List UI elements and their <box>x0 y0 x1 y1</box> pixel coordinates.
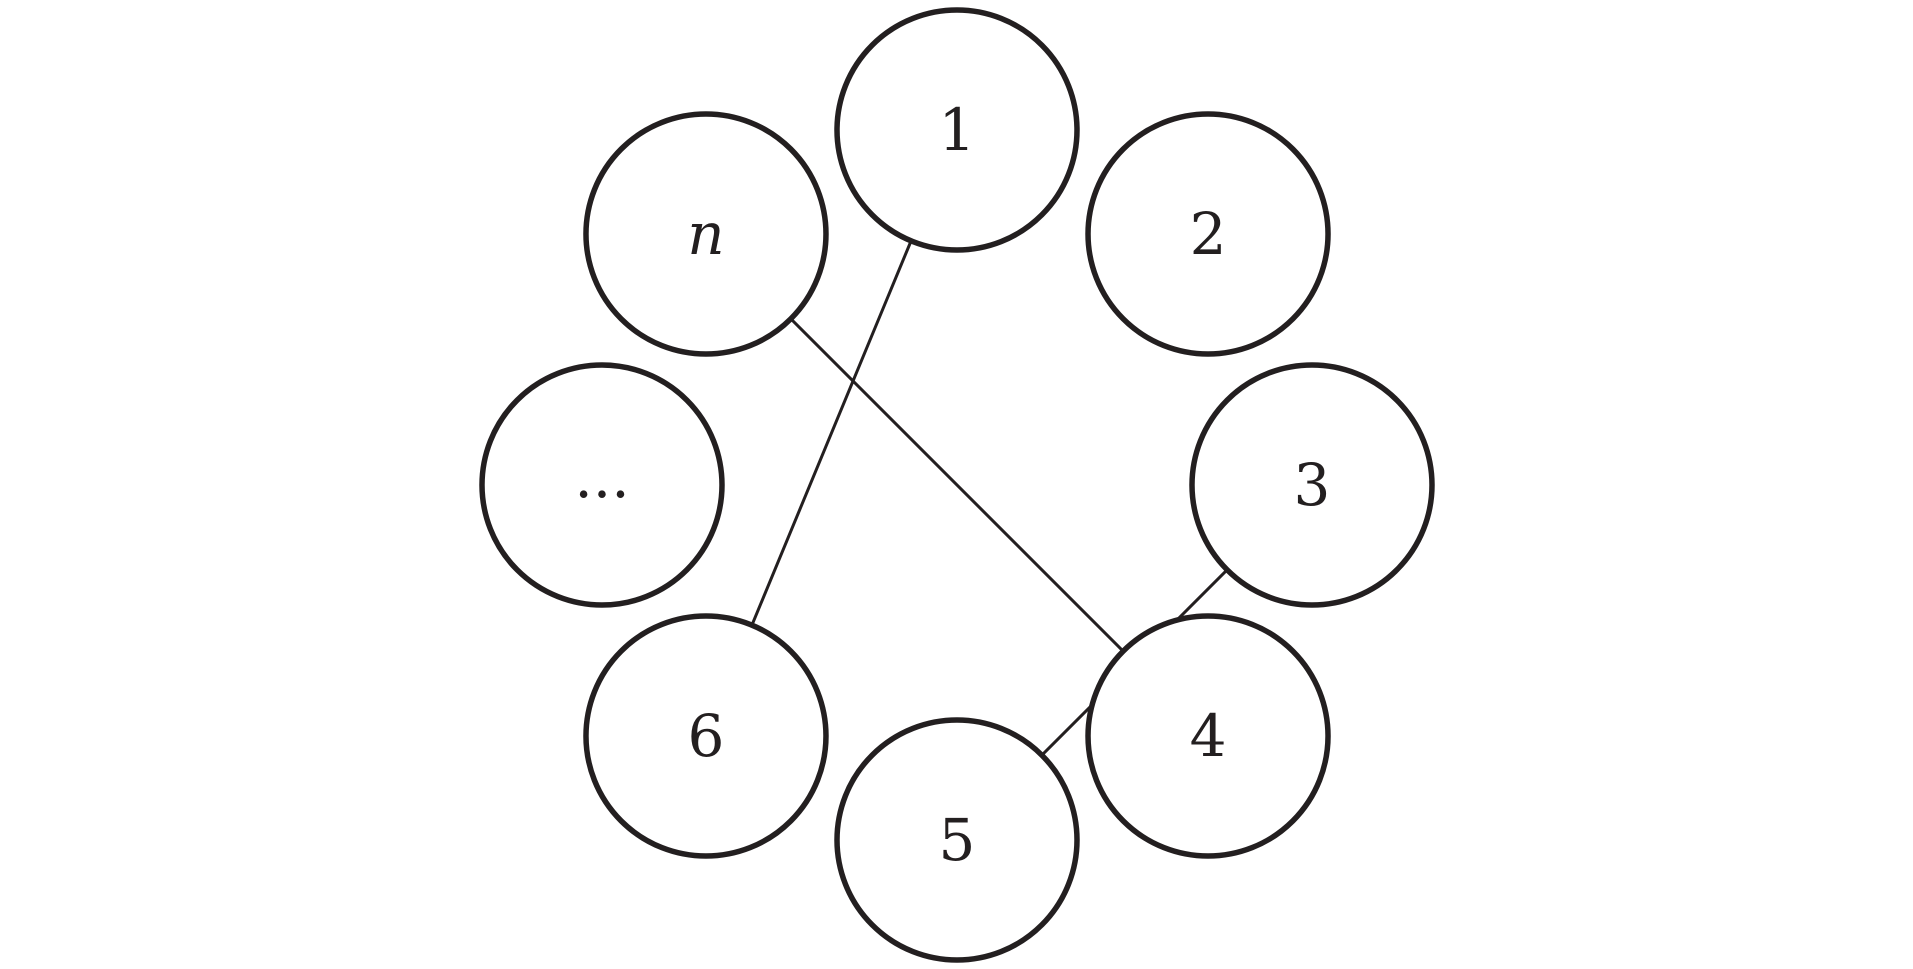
node-circle <box>479 362 725 608</box>
node-1: 1 <box>834 7 1080 253</box>
node-circle <box>834 717 1080 963</box>
node-3: 3 <box>1189 362 1435 608</box>
node-6: 6 <box>583 613 829 859</box>
node-5: 5 <box>834 717 1080 963</box>
node-label: 4 <box>1190 702 1227 770</box>
node-2: 2 <box>1085 111 1331 357</box>
node-n: n <box>583 111 829 357</box>
node-circle <box>1085 111 1331 357</box>
node-circle <box>583 111 829 357</box>
nodes-layer: 1 2 3 4 5 6... n <box>479 7 1435 963</box>
edge-1-6 <box>750 240 913 626</box>
edge-n-4 <box>789 317 1125 653</box>
node-label: 1 <box>939 96 976 164</box>
node-label: 3 <box>1294 451 1331 519</box>
node-4: 4 <box>1085 613 1331 859</box>
node-circle <box>583 613 829 859</box>
node-circle <box>1189 362 1435 608</box>
node-label: 6 <box>688 702 725 770</box>
node-label: 5 <box>939 806 976 874</box>
node-circle <box>1085 613 1331 859</box>
node-label: n <box>687 200 724 268</box>
node-label: 2 <box>1190 200 1227 268</box>
node-circle <box>834 7 1080 253</box>
node-label: ... <box>574 443 629 511</box>
node-dots: ... <box>479 362 725 608</box>
